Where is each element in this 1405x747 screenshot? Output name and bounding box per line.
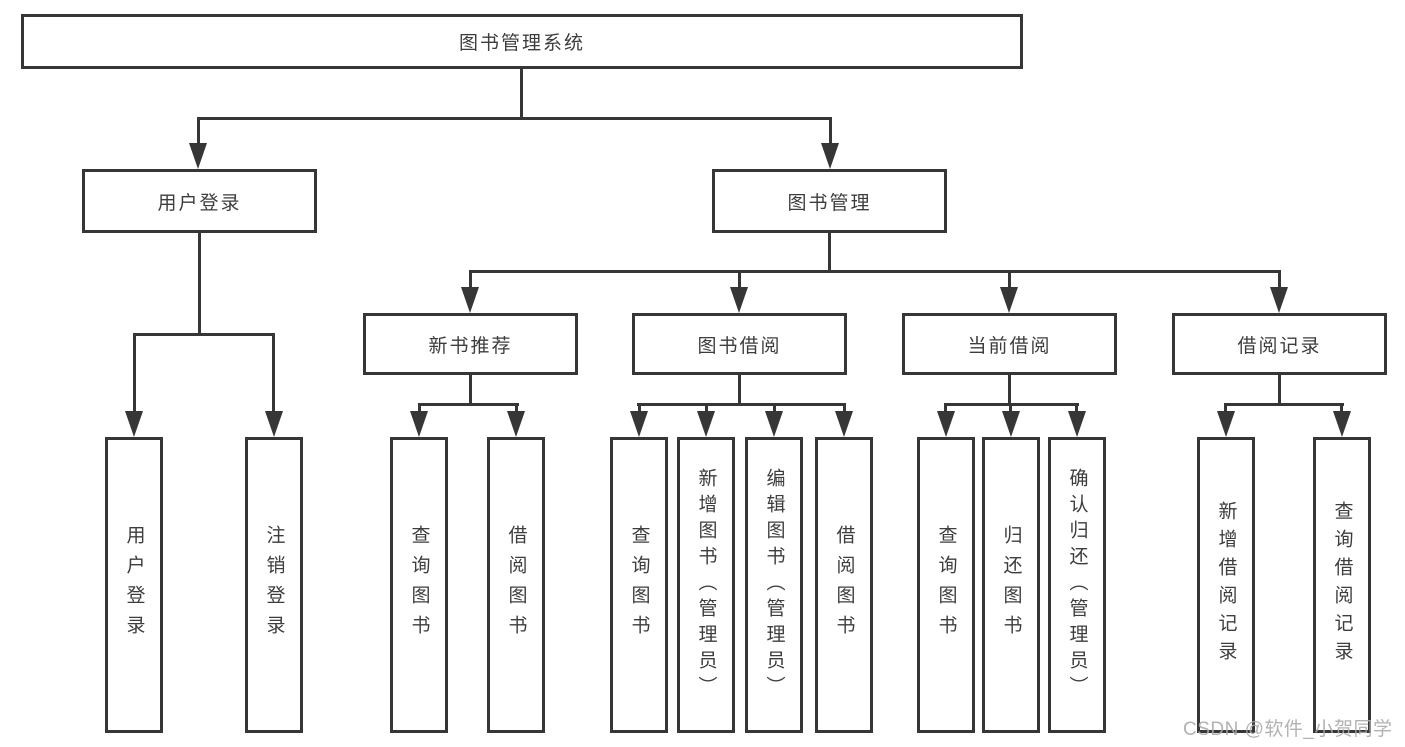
- connector-line: [1224, 403, 1227, 415]
- node-label: 借阅记录: [1237, 335, 1322, 357]
- connector-line: [1008, 375, 1011, 405]
- leaf-borrow-books-2: 借阅图书: [815, 437, 873, 733]
- connector-line: [1009, 403, 1012, 415]
- leaf-query-books-1: 查询图书: [390, 437, 448, 733]
- node-label: 编辑图书（管理员）: [763, 468, 785, 702]
- arrow-down-icon: [461, 287, 479, 313]
- leaf-confirm-return-admin: 确认归还（管理员）: [1048, 437, 1106, 733]
- connector-line: [133, 333, 136, 415]
- connector-line: [469, 270, 1281, 273]
- connector-line: [418, 403, 421, 415]
- arrow-down-icon: [1002, 411, 1020, 437]
- connector-line: [198, 233, 201, 335]
- connector-line: [515, 403, 518, 415]
- arrow-down-icon: [1270, 287, 1288, 313]
- connector-line: [197, 117, 200, 147]
- arrow-down-icon: [1000, 287, 1018, 313]
- arrow-down-icon: [410, 411, 428, 437]
- node-label: 借阅图书: [833, 525, 855, 645]
- connector-line: [197, 117, 832, 120]
- arrow-down-icon: [697, 411, 715, 437]
- arrow-down-icon: [507, 411, 525, 437]
- connector-line: [272, 333, 275, 415]
- arrow-down-icon: [1333, 411, 1351, 437]
- leaf-logout: 注销登录: [245, 437, 303, 733]
- node-label: 新书推荐: [428, 335, 513, 357]
- leaf-query-books-3: 查询图书: [917, 437, 975, 733]
- leaf-add-books-admin: 新增图书（管理员）: [677, 437, 735, 733]
- node-label: 注销登录: [263, 525, 285, 645]
- arrow-down-icon: [189, 143, 207, 169]
- connector-line: [1278, 375, 1281, 405]
- arrow-down-icon: [1217, 411, 1235, 437]
- node-label: 查询图书: [628, 525, 650, 645]
- node-borrow-records: 借阅记录: [1172, 313, 1387, 375]
- connector-line: [520, 69, 523, 119]
- node-user-login: 用户登录: [82, 169, 317, 233]
- connector-line: [773, 403, 776, 415]
- connector-line: [829, 117, 832, 147]
- connector-line: [828, 233, 831, 273]
- connector-line: [738, 375, 741, 405]
- node-label: 确认归还（管理员）: [1066, 468, 1088, 702]
- connector-line: [1075, 403, 1078, 415]
- connector-line: [944, 403, 947, 415]
- node-label: 借阅图书: [505, 525, 527, 645]
- node-new-book-recommend: 新书推荐: [363, 313, 578, 375]
- leaf-user-login: 用户登录: [105, 437, 163, 733]
- connector-line: [469, 270, 472, 290]
- connector-line: [418, 403, 519, 406]
- node-label: 查询图书: [935, 525, 957, 645]
- connector-line: [705, 403, 708, 415]
- leaf-return-books: 归还图书: [982, 437, 1040, 733]
- node-book-borrow: 图书借阅: [632, 313, 847, 375]
- connector-line: [638, 403, 641, 415]
- node-label: 查询借阅记录: [1331, 501, 1353, 669]
- arrow-down-icon: [265, 411, 283, 437]
- leaf-query-books-2: 查询图书: [610, 437, 668, 733]
- node-root: 图书管理系统: [21, 14, 1023, 69]
- arrow-down-icon: [125, 411, 143, 437]
- connector-line: [1340, 403, 1343, 415]
- leaf-add-borrow-record: 新增借阅记录: [1197, 437, 1255, 733]
- connector-line: [1008, 270, 1011, 290]
- node-book-management: 图书管理: [712, 169, 947, 233]
- node-label: 归还图书: [1000, 525, 1022, 645]
- watermark: CSDN @软件_小贺同学: [1183, 719, 1393, 740]
- node-label: 用户登录: [123, 525, 145, 645]
- arrow-down-icon: [730, 287, 748, 313]
- connector-line: [843, 403, 846, 415]
- node-label: 图书管理: [787, 192, 872, 214]
- node-label: 当前借阅: [967, 335, 1052, 357]
- node-label: 查询图书: [408, 525, 430, 645]
- arrow-down-icon: [821, 143, 839, 169]
- arrow-down-icon: [630, 411, 648, 437]
- leaf-borrow-books-1: 借阅图书: [487, 437, 545, 733]
- arrow-down-icon: [835, 411, 853, 437]
- connector-line: [1224, 403, 1344, 406]
- node-label: 图书管理系统: [458, 33, 585, 54]
- connector-line: [133, 333, 275, 336]
- connector-line: [469, 375, 472, 405]
- node-current-borrow: 当前借阅: [902, 313, 1117, 375]
- arrow-down-icon: [765, 411, 783, 437]
- arrow-down-icon: [937, 411, 955, 437]
- node-label: 新增图书（管理员）: [695, 468, 717, 702]
- node-label: 图书借阅: [697, 335, 782, 357]
- connector-line: [637, 403, 846, 406]
- leaf-query-borrow-record: 查询借阅记录: [1313, 437, 1371, 733]
- node-label: 用户登录: [157, 192, 242, 214]
- leaf-edit-books-admin: 编辑图书（管理员）: [745, 437, 803, 733]
- arrow-down-icon: [1068, 411, 1086, 437]
- connector-line: [1278, 270, 1281, 290]
- connector-line: [738, 270, 741, 290]
- node-label: 新增借阅记录: [1215, 501, 1237, 669]
